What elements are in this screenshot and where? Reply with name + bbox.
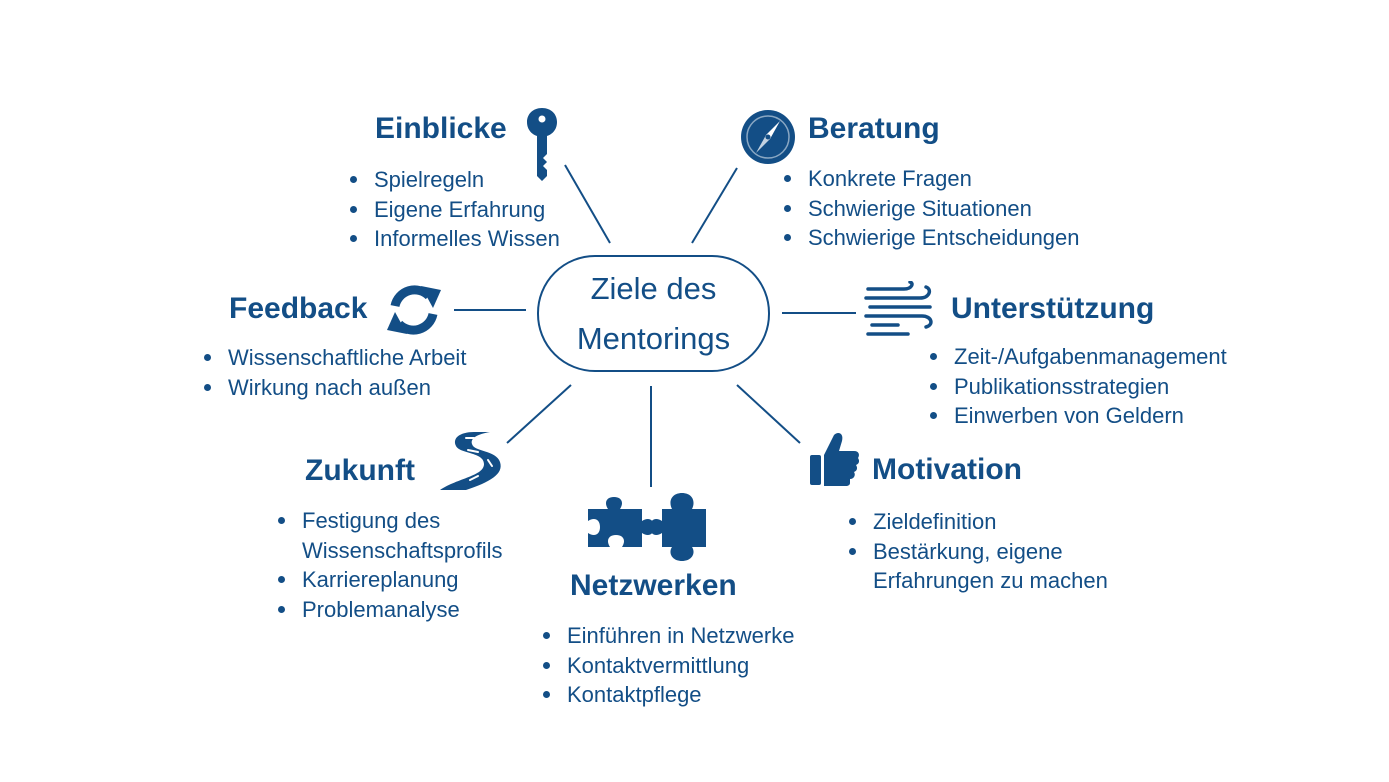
netzwerken-list: Einführen in Netzwerke Kontaktvermittlun… (540, 621, 794, 710)
list-item: Konkrete Fragen (781, 164, 1080, 194)
list-item: Kontaktvermittlung (540, 651, 794, 681)
unterstuetzung-list: Zeit-/Aufgabenmanagement Publikationsstr… (927, 342, 1227, 431)
center-node: Ziele des Mentorings (537, 255, 770, 372)
beratung-list: Konkrete Fragen Schwierige Situationen S… (781, 164, 1080, 253)
connector-motivation (736, 384, 801, 444)
netzwerken-title: Netzwerken (570, 569, 737, 602)
wind-icon (864, 281, 933, 336)
list-item: Problemanalyse (275, 595, 503, 625)
list-item: Informelles Wissen (347, 224, 560, 254)
list-item: Kontaktpflege (540, 680, 794, 710)
list-item: Bestärkung, eigene (846, 537, 1108, 567)
list-item: Zieldefinition (846, 507, 1108, 537)
list-item: Spielregeln (347, 165, 560, 195)
zukunft-title: Zukunft (305, 454, 415, 487)
list-item-continuation: Erfahrungen zu machen (873, 568, 1108, 593)
list-item: Einwerben von Geldern (927, 401, 1227, 431)
list-item: Wirkung nach außen (201, 373, 466, 403)
center-title-line1: Ziele des (590, 270, 717, 306)
list-item: Schwierige Situationen (781, 194, 1080, 224)
einblicke-list: Spielregeln Eigene Erfahrung Informelles… (347, 165, 560, 254)
list-item: Einführen in Netzwerke (540, 621, 794, 651)
center-title-line2: Mentorings (576, 320, 731, 356)
list-item: Publikationsstrategien (927, 372, 1227, 402)
list-item: Festigung des (275, 506, 503, 536)
beratung-title: Beratung (808, 112, 940, 145)
list-item: Schwierige Entscheidungen (781, 223, 1080, 253)
connector-einblicke (564, 164, 611, 244)
connector-beratung (691, 167, 738, 244)
puzzle-icon (588, 493, 706, 561)
list-item-continuation: Wissenschaftsprofils (302, 537, 503, 563)
list-item: Wissenschaftliche Arbeit (201, 343, 466, 373)
connector-zukunft (506, 384, 572, 444)
thumbs-up-icon (810, 433, 860, 486)
motivation-list: Zieldefinition Bestärkung, eigene Erfahr… (846, 507, 1108, 596)
list-item: Zeit-/Aufgabenmanagement (927, 342, 1227, 372)
compass-icon (741, 110, 795, 164)
list-item: Eigene Erfahrung (347, 195, 560, 225)
list-item: Karriereplanung (275, 565, 503, 595)
key-icon (527, 108, 557, 181)
unterstuetzung-title: Unterstützung (951, 292, 1155, 325)
zukunft-list: Festigung des Wissenschaftsprofils Karri… (275, 506, 503, 624)
road-icon (440, 432, 501, 490)
refresh-icon (387, 285, 441, 335)
feedback-title: Feedback (229, 292, 368, 325)
einblicke-title: Einblicke (375, 112, 507, 145)
motivation-title: Motivation (872, 453, 1022, 486)
feedback-list: Wissenschaftliche Arbeit Wirkung nach au… (201, 343, 466, 402)
